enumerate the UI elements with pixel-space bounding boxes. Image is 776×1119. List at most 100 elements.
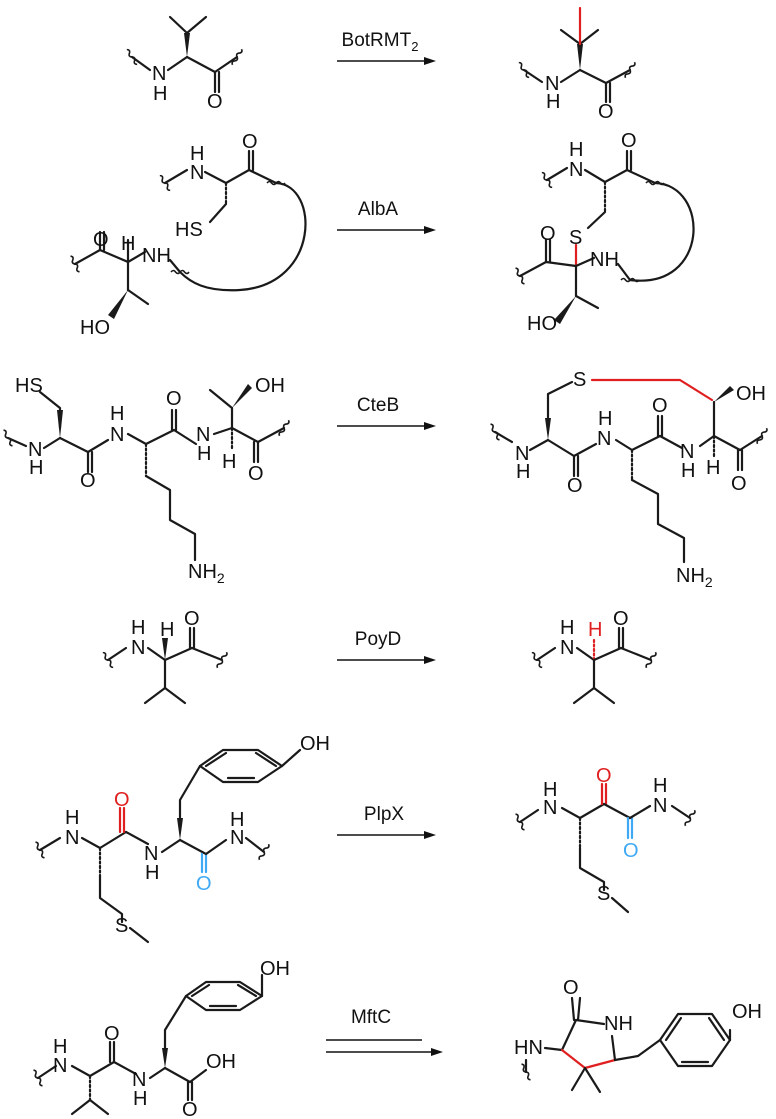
- atom-h: H: [131, 617, 145, 639]
- atom-n: N: [65, 827, 79, 849]
- atom-oh: OH: [736, 383, 766, 405]
- atom-s: S: [115, 915, 128, 937]
- reaction-2: H N HS O O H NH HO: [68, 130, 695, 339]
- atom-h: H: [145, 862, 159, 884]
- atom-nh: NH: [142, 245, 171, 267]
- atom-o: O: [540, 223, 556, 245]
- atom-n: N: [53, 1055, 67, 1077]
- atom-n: N: [144, 843, 158, 865]
- atom-o: O: [80, 470, 96, 492]
- atom-h: H: [190, 143, 204, 165]
- atom-h: H: [153, 83, 167, 105]
- atom-o: O: [563, 977, 579, 999]
- atom-nh2-subscript: 2: [705, 574, 713, 590]
- reaction-arrow-4: PoyD: [337, 629, 436, 664]
- product-6: HN O NH OH: [514, 977, 762, 1094]
- enzyme-subscript-1: 2: [411, 39, 418, 54]
- atom-o: O: [621, 130, 637, 152]
- reaction-1: N H O BotRMT2 N H O: [124, 6, 637, 123]
- atom-n: N: [230, 827, 244, 849]
- atom-h: H: [516, 461, 530, 483]
- atom-h: H: [65, 807, 79, 829]
- substrate-4: H N H O: [100, 608, 229, 705]
- reaction-5: O H H N S O N H O H N: [33, 733, 697, 944]
- product-5: H N S O O H N: [513, 765, 697, 914]
- reaction-arrow-5: PlpX: [337, 804, 436, 839]
- atom-n: N: [132, 1069, 146, 1091]
- product-4: H N H O: [529, 608, 658, 705]
- atom-h: H: [53, 1036, 67, 1058]
- product-3: S N H O N H NH2 O N H: [488, 369, 769, 590]
- reaction-arrow-1: BotRMT2: [337, 30, 436, 65]
- atom-n: N: [110, 424, 124, 446]
- atom-n: N: [190, 162, 204, 184]
- atom-o: O: [207, 91, 223, 113]
- atom-o: O: [93, 229, 109, 251]
- atom-o: O: [731, 473, 747, 495]
- reaction-arrow-2: AlbA: [337, 199, 436, 234]
- substrate-3: HS N H O N H NH2 O N H: [1, 375, 291, 586]
- atom-h: H: [230, 809, 244, 831]
- atom-o: O: [613, 608, 629, 630]
- atom-h: H: [706, 457, 720, 479]
- atom-o: O: [104, 1023, 120, 1045]
- atom-h: H: [110, 403, 124, 425]
- atom-h: H: [133, 1088, 147, 1110]
- atom-o: O: [598, 101, 614, 123]
- atom-h: H: [546, 91, 560, 113]
- atom-o: O: [567, 475, 583, 497]
- atom-nh2: NH2: [188, 561, 225, 586]
- reaction-4: H N H O PoyD H N H: [100, 608, 658, 705]
- atom-n: N: [28, 439, 42, 461]
- atom-h: H: [588, 619, 602, 641]
- atom-n: N: [597, 428, 611, 450]
- reaction-arrow-6: MftC: [326, 1007, 443, 1056]
- atom-h: H: [653, 775, 667, 797]
- atom-nh2-subscript: 2: [217, 570, 225, 586]
- atom-n: N: [196, 424, 210, 446]
- atom-o-blue: O: [196, 873, 212, 895]
- atom-n: N: [680, 441, 694, 463]
- atom-ho: HO: [80, 317, 110, 339]
- substrate-5: OH H N S O N H O H N: [33, 733, 330, 944]
- substrate-6: OH H N O N H O OH: [31, 958, 290, 1119]
- product-1: N H O: [516, 6, 637, 123]
- atom-h: H: [543, 779, 557, 801]
- atom-s: S: [569, 227, 582, 249]
- atom-o: O: [248, 463, 264, 485]
- atom-hn: HN: [514, 1037, 543, 1059]
- enzyme-label-3: CteB: [357, 395, 399, 416]
- atom-oh: OH: [260, 958, 290, 980]
- atom-n: N: [653, 795, 667, 817]
- atom-oh: OH: [206, 1051, 236, 1073]
- atom-n: N: [543, 797, 557, 819]
- atom-n: N: [545, 73, 559, 95]
- atom-o: O: [242, 131, 258, 153]
- atom-o: O: [166, 388, 182, 410]
- product-2: H N S O O NH HO: [513, 130, 695, 335]
- atom-o-red: O: [114, 789, 130, 811]
- substrate-1: N H O: [124, 15, 244, 113]
- atom-h: H: [29, 457, 43, 479]
- reaction-arrow-3: CteB: [337, 395, 436, 430]
- atom-h: H: [197, 443, 211, 465]
- atom-o-red: O: [596, 765, 612, 787]
- atom-h: H: [160, 619, 174, 641]
- atom-nh: NH: [604, 1013, 633, 1035]
- atom-n: N: [560, 637, 574, 659]
- enzyme-label-6: MftC: [351, 1007, 391, 1028]
- atom-s: S: [597, 883, 610, 905]
- reaction-6: OH H N O N H O OH MftC: [31, 958, 762, 1119]
- atom-o: O: [182, 1099, 198, 1119]
- atom-hs: HS: [15, 375, 43, 397]
- atom-h: H: [560, 617, 574, 639]
- atom-nh: NH: [590, 249, 619, 271]
- atom-h: H: [222, 451, 236, 473]
- enzyme-label-1: BotRMT2: [342, 30, 419, 54]
- enzyme-label-4: PoyD: [355, 629, 401, 650]
- enzyme-label-2: AlbA: [358, 199, 398, 220]
- reaction-3: HS N H O N H NH2 O N H: [1, 369, 769, 590]
- atom-n: N: [152, 63, 166, 85]
- atom-h: H: [569, 139, 583, 161]
